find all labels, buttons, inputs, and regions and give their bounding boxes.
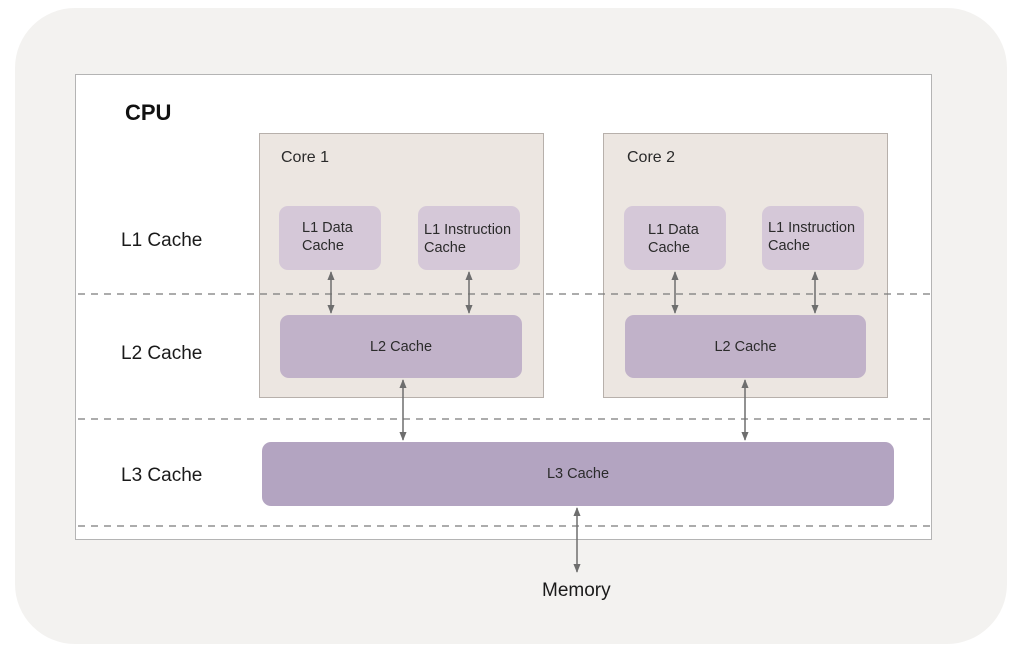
core-2-l1-instruction-cache: L1 Instruction Cache — [762, 206, 864, 270]
core-1-l1-instruction-line-1: L1 Instruction — [424, 222, 512, 238]
core-1-l1-instruction-line-2: Cache — [424, 240, 466, 256]
core-2-l1-instruction-line-1: L1 Instruction — [768, 220, 856, 236]
l3-cache-label: L3 Cache — [546, 466, 610, 482]
level-label-l2: L2 Cache — [121, 343, 203, 364]
cpu-title: CPU — [125, 100, 172, 125]
core-1-title: Core 1 — [281, 149, 330, 166]
core-2-l1-instruction-line-2: Cache — [768, 238, 810, 254]
core-1-l2-label: L2 Cache — [369, 338, 433, 355]
core-2-l1-data-line-1: L1 Data — [648, 222, 699, 238]
core-1-l2-cache: L2 Cache — [280, 315, 522, 378]
memory-label: Memory — [542, 580, 611, 601]
core-2-l1-data-line-2: Cache — [648, 240, 690, 256]
level-label-l1: L1 Cache — [121, 230, 203, 251]
core-1-l1-data-cache: L1 Data Cache — [279, 206, 381, 270]
core-2-l1-data-cache: L1 Data Cache — [624, 206, 726, 270]
core-2-l2-label: L2 Cache — [714, 338, 777, 355]
core-1-l1-instruction-cache: L1 Instruction Cache — [418, 206, 520, 270]
core-1-l1-data-line-2: Cache — [302, 238, 344, 254]
l3-cache: L3 Cache — [262, 442, 894, 506]
core-2-l2-cache: L2 Cache — [625, 315, 866, 378]
core-1-l1-data-line-1: L1 Data — [302, 220, 353, 236]
level-label-l3: L3 Cache — [121, 465, 203, 486]
core-2-title: Core 2 — [627, 149, 676, 166]
